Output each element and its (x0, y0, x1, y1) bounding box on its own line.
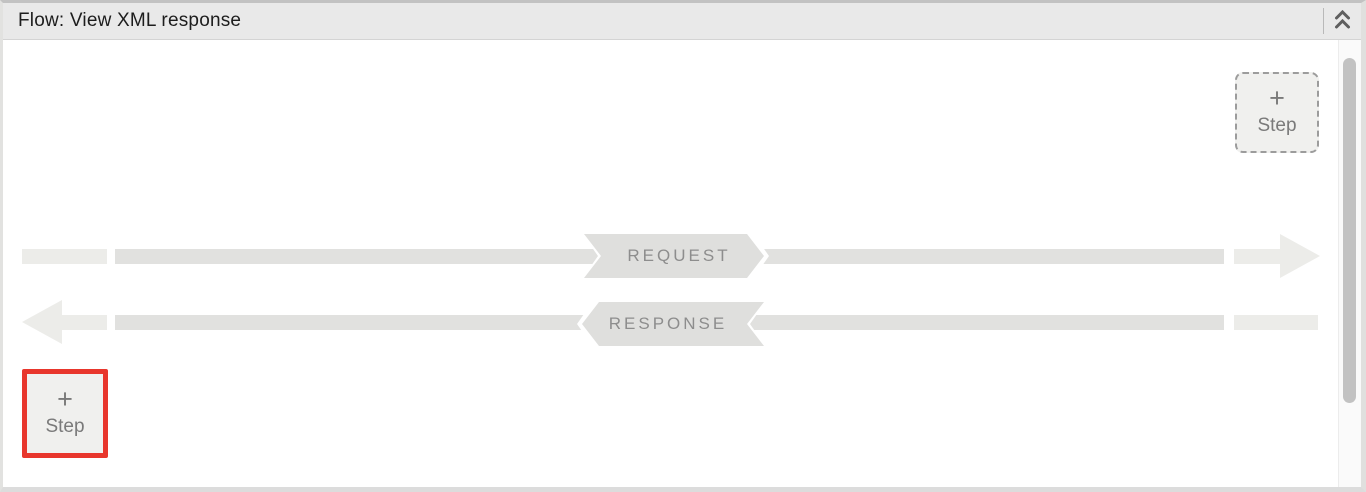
response-line-left-stub (60, 315, 107, 330)
red-highlight-box: + Step (22, 369, 108, 458)
request-banner-label: REQUEST (584, 234, 764, 278)
panel-title: Flow: View XML response (18, 10, 242, 31)
add-step-button-request[interactable]: + Step (1235, 72, 1319, 153)
request-line-right-stub (1234, 249, 1286, 264)
chevrons-up-icon (1334, 9, 1351, 34)
response-banner: RESPONSE (577, 297, 769, 351)
response-line-right-stub (1234, 315, 1318, 330)
collapse-panel-button[interactable] (1324, 3, 1361, 39)
header-divider (1323, 8, 1324, 34)
flow-canvas: REQUEST RESPONSE + Step + Step (3, 40, 1361, 487)
scrollbar-thumb[interactable] (1343, 58, 1356, 403)
response-arrowhead-icon (22, 300, 62, 344)
plus-icon: + (57, 384, 73, 414)
panel-header: Flow: View XML response (3, 3, 1361, 40)
add-step-label: Step (1257, 115, 1297, 136)
request-banner: REQUEST (579, 229, 769, 283)
vertical-scrollbar[interactable] (1338, 40, 1361, 487)
request-line-left-stub (22, 249, 107, 264)
plus-icon: + (1269, 83, 1285, 113)
request-arrowhead-icon (1280, 234, 1320, 278)
add-step-label: Step (45, 416, 85, 437)
add-step-button-response[interactable]: + Step (27, 374, 103, 453)
header-controls (1323, 3, 1361, 39)
response-banner-label: RESPONSE (582, 302, 764, 346)
